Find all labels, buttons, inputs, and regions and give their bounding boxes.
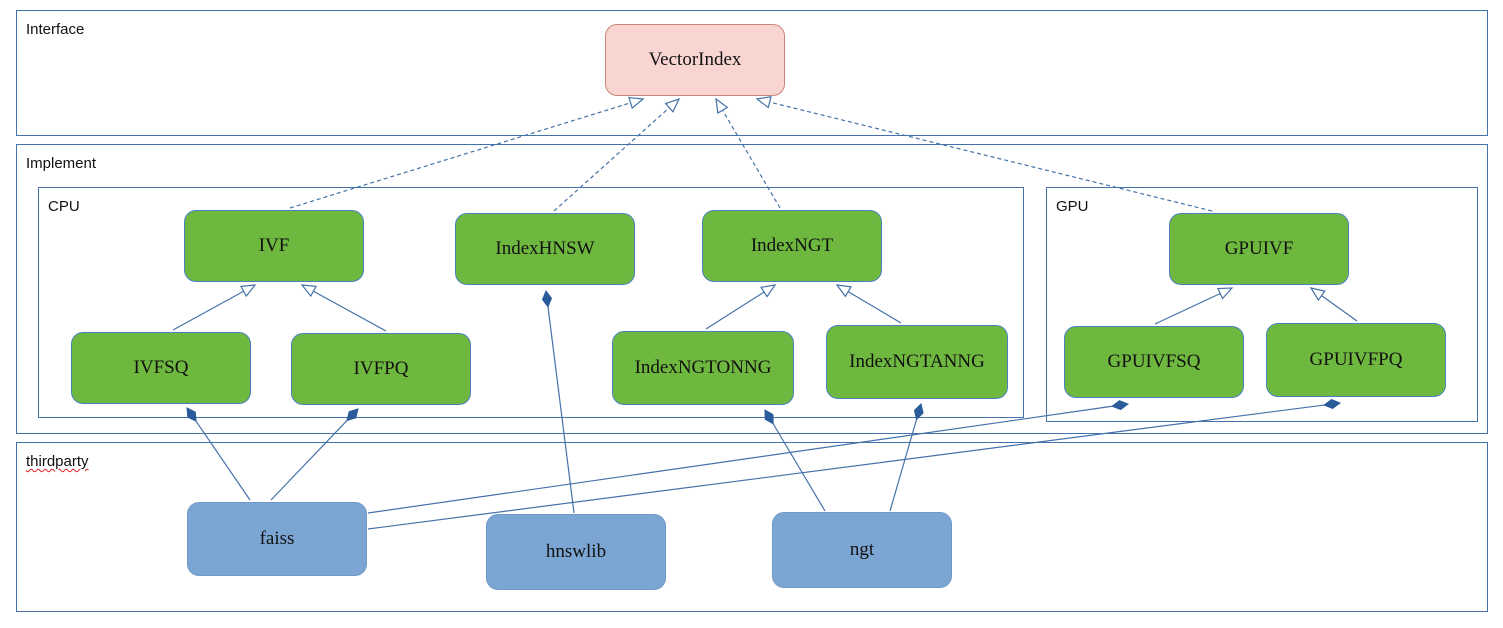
node-label: GPUIVFSQ bbox=[1107, 351, 1201, 372]
group-label-thirdparty: thirdparty bbox=[26, 453, 89, 470]
node-label: IndexNGTONNG bbox=[634, 357, 772, 378]
node-ivfpq[interactable]: IVFPQ bbox=[291, 333, 471, 405]
node-label: GPUIVF bbox=[1224, 238, 1294, 259]
group-label-gpu: GPU bbox=[1056, 198, 1089, 215]
node-indexngtonng[interactable]: IndexNGTONNG bbox=[612, 331, 794, 405]
node-label: hnswlib bbox=[545, 541, 607, 562]
node-label: IndexHNSW bbox=[495, 238, 595, 259]
node-ivfsq[interactable]: IVFSQ bbox=[71, 332, 251, 404]
node-indexngtanng[interactable]: IndexNGTANNG bbox=[826, 325, 1008, 399]
node-label: GPUIVFPQ bbox=[1309, 349, 1403, 370]
group-label-interface: Interface bbox=[26, 21, 85, 38]
node-label: faiss bbox=[259, 528, 295, 549]
node-indexngt[interactable]: IndexNGT bbox=[702, 210, 882, 282]
node-label: IVF bbox=[258, 235, 290, 256]
node-label: IVFPQ bbox=[353, 358, 409, 379]
node-faiss[interactable]: faiss bbox=[187, 502, 367, 576]
node-ngt[interactable]: ngt bbox=[772, 512, 952, 588]
group-label-implement: Implement bbox=[26, 155, 97, 172]
node-gpuivfsq[interactable]: GPUIVFSQ bbox=[1064, 326, 1244, 398]
node-label: IndexNGTANNG bbox=[849, 351, 985, 372]
node-gpuivf[interactable]: GPUIVF bbox=[1169, 213, 1349, 285]
node-label: ngt bbox=[849, 539, 875, 560]
node-hnswlib[interactable]: hnswlib bbox=[486, 514, 666, 590]
node-ivf[interactable]: IVF bbox=[184, 210, 364, 282]
group-label-cpu: CPU bbox=[48, 198, 80, 215]
node-indexhnsw[interactable]: IndexHNSW bbox=[455, 213, 635, 285]
node-vectorindex[interactable]: VectorIndex bbox=[605, 24, 785, 96]
node-gpuivfpq[interactable]: GPUIVFPQ bbox=[1266, 323, 1446, 397]
node-label: VectorIndex bbox=[648, 49, 742, 70]
node-label: IVFSQ bbox=[133, 357, 189, 378]
node-label: IndexNGT bbox=[750, 235, 834, 256]
